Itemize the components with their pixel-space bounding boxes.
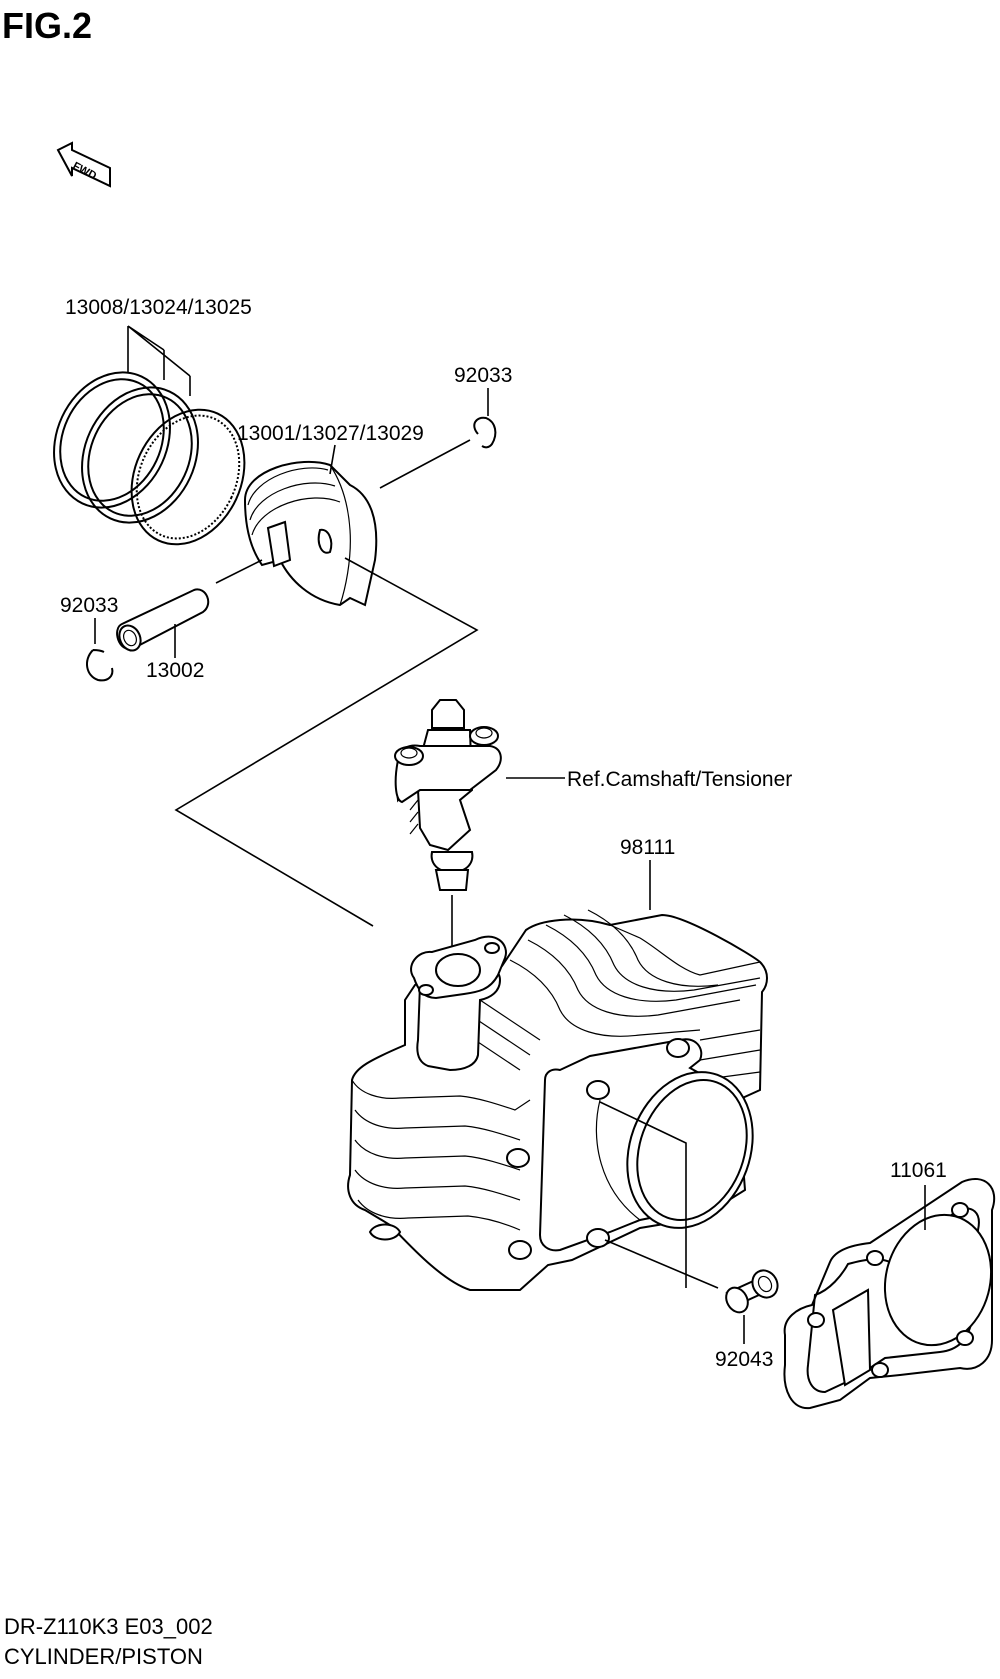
piston-rings-callout: 13008/13024/13025 — [65, 296, 252, 319]
piston-pin-callout: 13002 — [146, 659, 204, 682]
circlip-top-callout: 92033 — [454, 364, 512, 387]
section-name: CYLINDER/PISTON — [4, 1644, 203, 1669]
circlip-left — [86, 649, 114, 682]
cylinder-callout: 98111 — [620, 836, 675, 859]
piston-pin — [116, 588, 210, 652]
piston-callout: 13001/13027/13029 — [237, 422, 424, 445]
gasket-callout: 11061 — [890, 1159, 947, 1182]
piston — [243, 460, 378, 607]
dowel-pin-callout: 92043 — [715, 1348, 773, 1371]
piston-rings-leader — [127, 325, 191, 396]
figure-title: FIG.2 — [2, 5, 92, 46]
cylinder-base-gasket — [783, 1177, 996, 1410]
cylinder-block — [347, 909, 768, 1291]
forward-direction-arrow-icon: FWD — [56, 141, 111, 188]
dowel-pin-assembly-lines — [599, 1101, 719, 1289]
piston-leader — [329, 444, 336, 475]
circlip-left-callout: 92033 — [60, 594, 118, 617]
piston-to-cylinder-assembly-line — [174, 557, 479, 927]
circlip-top-assembly-line — [379, 439, 471, 489]
circlip-top — [473, 416, 497, 449]
piston-pin-assembly-line — [215, 559, 263, 584]
tensioner-reference-callout: Ref.Camshaft/Tensioner — [567, 768, 792, 791]
piston-rings — [53, 371, 246, 546]
cam-chain-tensioner — [394, 699, 502, 891]
model-code: DR-Z110K3 E03_002 — [4, 1614, 213, 1639]
dowel-pin — [725, 1269, 779, 1314]
